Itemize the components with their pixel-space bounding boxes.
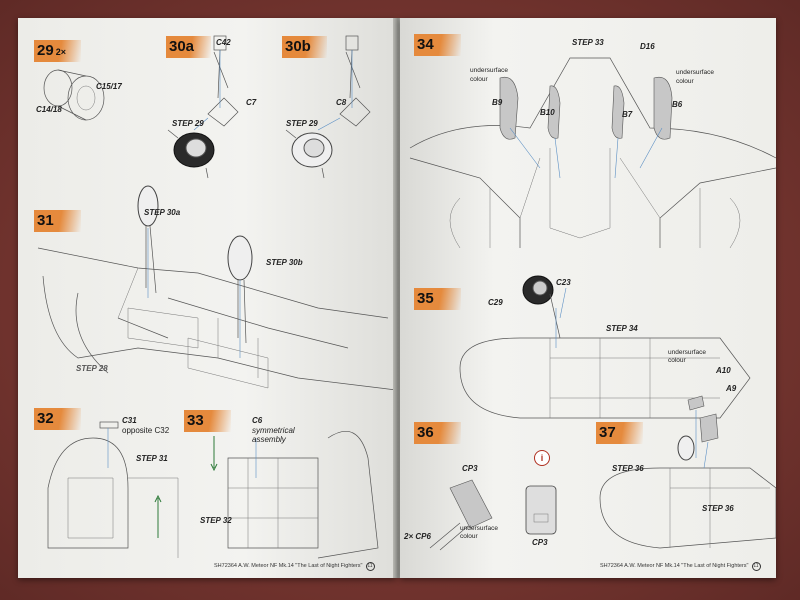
- part-label: C29: [488, 298, 503, 307]
- part-label: C7: [246, 98, 257, 107]
- paint-note: colour: [460, 533, 478, 540]
- part-label: C23: [556, 278, 571, 287]
- part-label: B10: [540, 108, 555, 117]
- step-number: 36: [417, 424, 434, 441]
- part-label: A10: [716, 366, 731, 375]
- step-reference: STEP 34: [606, 324, 638, 333]
- step-number: 31: [37, 212, 54, 229]
- part-label: C31: [122, 416, 137, 425]
- gear-leg-30a-drawing: [167, 35, 239, 179]
- part-label: C15/17: [96, 82, 122, 91]
- right-page: 34 STEP 33 D16 undersurface colour under…: [400, 18, 776, 578]
- book-spine: [393, 18, 403, 578]
- step-reference: STEP 30a: [144, 208, 181, 217]
- part-label: C14/18: [36, 105, 62, 114]
- part-note: opposite C32: [122, 426, 170, 435]
- step-37-badge: 37: [596, 422, 643, 444]
- step-reference: STEP 36: [612, 464, 644, 473]
- step-36-badge: 36: [414, 422, 461, 444]
- step-reference: STEP 30b: [266, 258, 303, 267]
- step-number: 37: [599, 424, 616, 441]
- cockpit-32-drawing: [47, 421, 179, 558]
- paint-note: undersurface: [668, 349, 706, 356]
- nose-37-drawing: [599, 395, 776, 549]
- step-35-badge: 35: [414, 288, 461, 310]
- part-label: CP3: [532, 538, 548, 547]
- page-number: 11: [365, 562, 375, 571]
- step-32-badge: 32: [34, 408, 81, 430]
- paint-note: undersurface: [460, 525, 498, 532]
- wheel-hub-drawing: [43, 69, 105, 121]
- step-30b-badge: 30b: [282, 36, 327, 58]
- step-number: 32: [37, 410, 54, 427]
- step-reference: STEP 32: [200, 516, 232, 525]
- step-number: 30b: [285, 38, 311, 55]
- step-reference: STEP 29: [286, 119, 318, 128]
- step-number: 29: [37, 42, 54, 59]
- fuselage-underside-drawing: [409, 57, 776, 249]
- step-reference: STEP 29: [172, 119, 204, 128]
- paint-note: undersurface colour: [676, 69, 714, 85]
- part-label: C8: [336, 98, 347, 107]
- step-34-badge: 34: [414, 34, 461, 56]
- page-footer: SH72364 A.W. Meteor NF Mk.14 "The Last o…: [600, 562, 761, 571]
- quantity-label: 2×: [55, 47, 66, 57]
- step-reference: STEP 31: [136, 454, 168, 463]
- cockpit-33-drawing: [210, 430, 379, 559]
- step-number: 34: [417, 36, 434, 53]
- door-part-36-drawing: [429, 479, 557, 551]
- info-icon: i: [534, 450, 550, 466]
- footer-text: SH72364 A.W. Meteor NF Mk.14 "The Last o…: [600, 563, 749, 569]
- paint-note: colour: [668, 357, 686, 364]
- step-reference: STEP 36: [702, 504, 734, 513]
- part-label: B7: [622, 110, 633, 119]
- part-label: 2× CP6: [404, 532, 431, 541]
- part-label: D16: [640, 42, 655, 51]
- page-footer: SH72364 A.W. Meteor NF Mk.14 "The Last o…: [214, 562, 375, 571]
- step-reference: STEP 28: [76, 364, 108, 373]
- left-page-drawings: [37, 35, 396, 559]
- part-label: CP3: [462, 464, 478, 473]
- step-33-badge: 33: [184, 410, 231, 432]
- step-number: 33: [187, 412, 204, 429]
- step-number: 35: [417, 290, 434, 307]
- step-reference: STEP 33: [572, 38, 604, 47]
- step-30a-badge: 30a: [166, 36, 211, 58]
- part-label: C42: [216, 38, 231, 47]
- nose-35-drawing: [459, 275, 751, 419]
- part-label: B6: [672, 100, 683, 109]
- wing-assembly-drawing: [37, 185, 396, 391]
- step-number: 30a: [169, 38, 195, 55]
- part-label: A9: [726, 384, 737, 393]
- part-note: symmetrical: [252, 426, 295, 435]
- right-page-drawings: [409, 57, 776, 551]
- paint-note: undersurface colour: [470, 67, 508, 83]
- part-note: assembly: [252, 435, 286, 444]
- page-number: 11: [751, 562, 761, 571]
- gear-leg-30b-drawing: [285, 35, 371, 179]
- footer-text: SH72364 A.W. Meteor NF Mk.14 "The Last o…: [214, 563, 363, 569]
- step-31-badge: 31: [34, 210, 81, 232]
- part-label: B9: [492, 98, 503, 107]
- part-label: C6: [252, 416, 263, 425]
